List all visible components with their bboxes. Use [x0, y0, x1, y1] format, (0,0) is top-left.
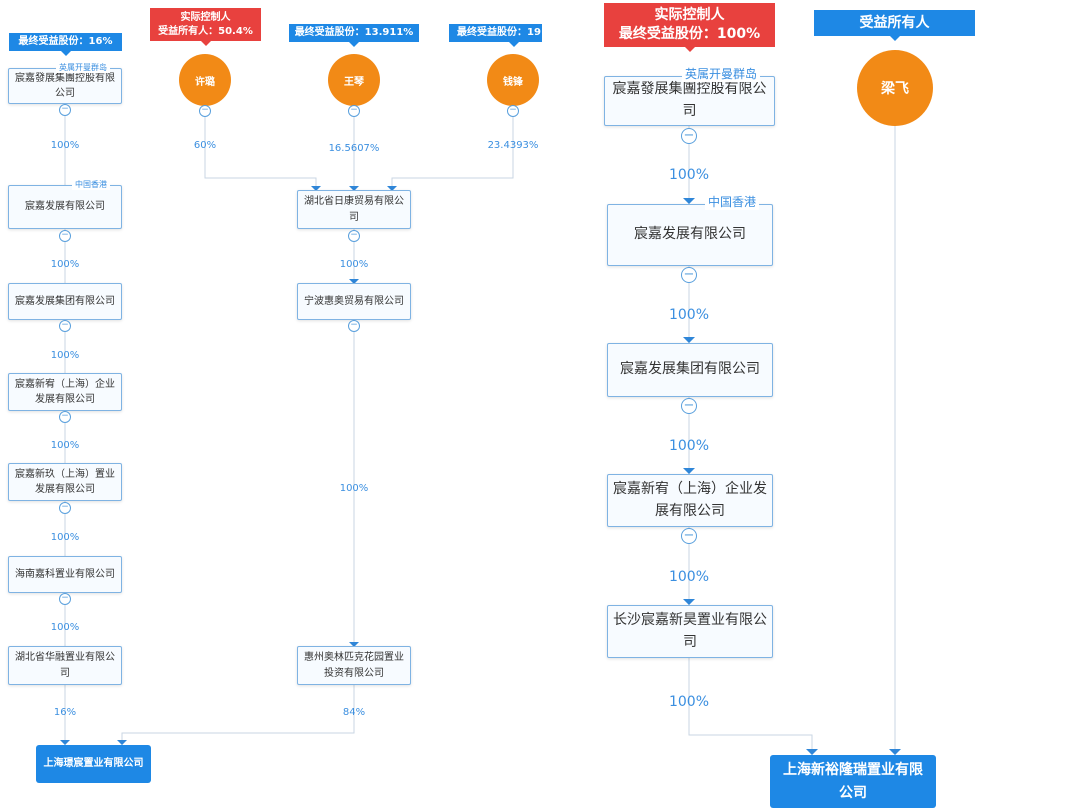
- company-node[interactable]: 宸嘉新宥（上海）企业发展有限公司: [607, 474, 773, 527]
- ultimate-share-tag: 最终受益股份：16%: [9, 33, 122, 56]
- share-percent: 100%: [668, 569, 710, 585]
- beneficiary-tag: 受益所有人: [814, 10, 975, 41]
- controller-tag: 实际控制人 受益所有人：50.4%: [150, 8, 261, 46]
- region-label: 中国香港: [705, 193, 760, 210]
- target-company-node[interactable]: 上海璟宸置业有限公司: [36, 745, 151, 783]
- person-node[interactable]: 钱锋: [487, 54, 539, 106]
- collapse-icon[interactable]: −: [59, 104, 71, 116]
- controller-label: 实际控制人: [654, 7, 725, 24]
- controller-tag: 实际控制人 最终受益股份：100%: [604, 3, 775, 52]
- person-node[interactable]: 王琴: [328, 54, 380, 106]
- company-node[interactable]: 湖北省日康贸易有限公司: [297, 190, 411, 229]
- share-percent: 23.4393%: [487, 140, 539, 151]
- person-node[interactable]: 梁飞: [857, 50, 933, 126]
- region-label: 英属开曼群岛: [56, 62, 110, 73]
- region-label: 英属开曼群岛: [682, 65, 761, 82]
- share-percent: 60%: [193, 140, 217, 151]
- collapse-icon[interactable]: −: [681, 528, 697, 544]
- person-node[interactable]: 许璐: [179, 54, 231, 106]
- collapse-icon[interactable]: −: [681, 267, 697, 283]
- share-percent: 100%: [50, 259, 80, 270]
- company-node[interactable]: 宸嘉发展集团有限公司: [8, 283, 122, 320]
- share-percent: 100%: [50, 440, 80, 451]
- share-percent: 100%: [339, 259, 369, 270]
- collapse-icon[interactable]: −: [199, 105, 211, 117]
- collapse-icon[interactable]: −: [59, 320, 71, 332]
- company-node[interactable]: 宸嘉发展集团有限公司: [607, 343, 773, 397]
- company-node[interactable]: 宸嘉发展有限公司: [607, 204, 773, 266]
- collapse-icon[interactable]: −: [681, 398, 697, 414]
- controller-label: 实际控制人: [180, 12, 231, 23]
- collapse-icon[interactable]: −: [59, 411, 71, 423]
- ultimate-share-tag: 最终受益股份：13.911%: [289, 24, 419, 47]
- collapse-icon[interactable]: −: [59, 230, 71, 242]
- share-percent: 100%: [668, 307, 710, 323]
- share-percent: 100%: [668, 694, 710, 710]
- target-company-node[interactable]: 上海新裕隆瑞置业有限公司: [770, 755, 936, 808]
- collapse-icon[interactable]: −: [348, 320, 360, 332]
- share-percent: 16%: [53, 707, 77, 718]
- share-percent: 100%: [339, 483, 369, 494]
- company-node[interactable]: 惠州奥林匹克花园置业投资有限公司: [297, 646, 411, 685]
- company-node[interactable]: 湖北省华融置业有限公司: [8, 646, 122, 685]
- company-node[interactable]: 宸嘉新玖（上海）置业发展有限公司: [8, 463, 122, 501]
- company-node[interactable]: 宁波惠奥贸易有限公司: [297, 283, 411, 320]
- company-node[interactable]: 海南嘉科置业有限公司: [8, 556, 122, 593]
- share-percent: 100%: [668, 167, 710, 183]
- ultimate-share-tag: 最终受益股份：19: [449, 24, 542, 47]
- share-percent: 100%: [50, 532, 80, 543]
- company-node[interactable]: 长沙宸嘉新昊置业有限公司: [607, 605, 773, 658]
- collapse-icon[interactable]: −: [59, 502, 71, 514]
- region-label: 中国香港: [72, 179, 110, 190]
- company-node[interactable]: 宸嘉發展集團控股有限公司: [8, 68, 122, 104]
- ultimate-share: 最终受益股份：100%: [618, 26, 761, 42]
- share-percent: 100%: [50, 622, 80, 633]
- beneficiary-share: 受益所有人：50.4%: [158, 25, 253, 37]
- share-percent: 100%: [668, 438, 710, 454]
- collapse-icon[interactable]: −: [507, 105, 519, 117]
- collapse-icon[interactable]: −: [348, 105, 360, 117]
- share-percent: 100%: [50, 350, 80, 361]
- company-node[interactable]: 宸嘉发展有限公司: [8, 185, 122, 229]
- collapse-icon[interactable]: −: [348, 230, 360, 242]
- share-percent: 100%: [50, 140, 80, 151]
- company-node[interactable]: 宸嘉新宥（上海）企业发展有限公司: [8, 373, 122, 411]
- collapse-icon[interactable]: −: [681, 128, 697, 144]
- collapse-icon[interactable]: −: [59, 593, 71, 605]
- share-percent: 16.5607%: [328, 143, 380, 154]
- share-percent: 84%: [342, 707, 366, 718]
- company-node[interactable]: 宸嘉發展集團控股有限公司: [604, 76, 775, 126]
